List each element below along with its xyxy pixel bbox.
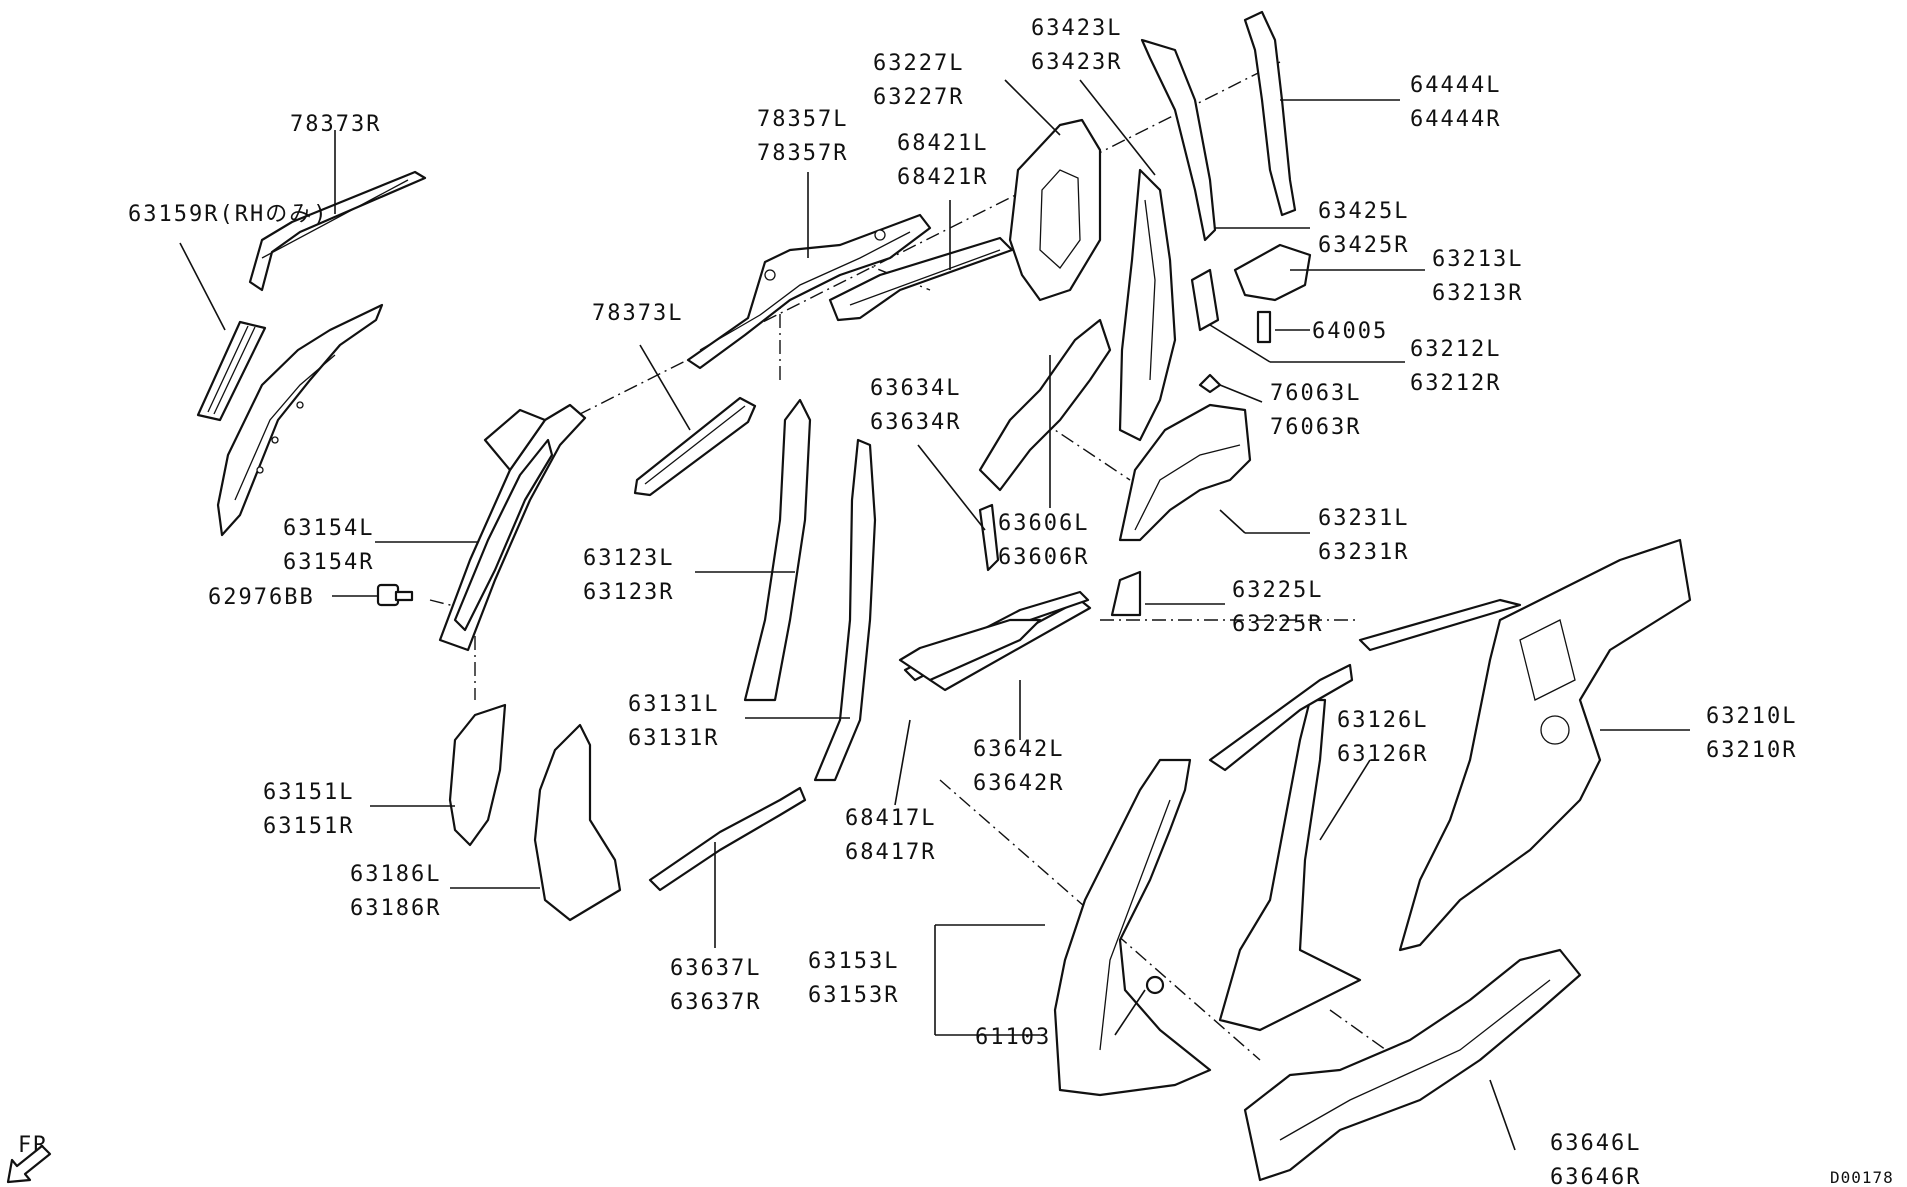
- label-68417R: 68417R: [845, 840, 936, 865]
- label-64444L: 64444L: [1410, 73, 1501, 98]
- label-63227L: 63227L: [873, 51, 964, 76]
- label-63123L: 63123L: [583, 546, 674, 571]
- part-63151: [448, 703, 507, 847]
- label-78357R: 78357R: [757, 141, 848, 166]
- part-78357: [686, 213, 932, 370]
- label-63213R: 63213R: [1432, 281, 1523, 306]
- part-68417: [898, 618, 1042, 682]
- part-64444: [1243, 10, 1297, 217]
- label-63646R: 63646R: [1550, 1165, 1641, 1187]
- drawing-number: D00178: [1830, 1168, 1894, 1187]
- label-63227R: 63227R: [873, 85, 964, 110]
- part-63634: [978, 503, 1000, 572]
- label-76063L: 76063L: [1270, 381, 1361, 406]
- label-63423L: 63423L: [1031, 16, 1122, 41]
- label-63606L: 63606L: [998, 511, 1089, 536]
- label-63637L: 63637L: [670, 956, 761, 981]
- label-63210L: 63210L: [1706, 704, 1797, 729]
- label-63131L: 63131L: [628, 692, 719, 717]
- part-front-pillar-outer: [216, 303, 384, 537]
- label-63151L: 63151L: [263, 780, 354, 805]
- part-labels: 78373R 63159R(RHのみ) 78357L 78357R 63227L…: [128, 16, 1797, 1187]
- label-63423R: 63423R: [1031, 50, 1122, 75]
- part-63186: [533, 723, 622, 922]
- label-68421L: 68421L: [897, 131, 988, 156]
- part-63153: [1053, 758, 1212, 1097]
- label-63123R: 63123R: [583, 580, 674, 605]
- part-63159R: [196, 320, 267, 422]
- label-68421R: 68421R: [897, 165, 988, 190]
- label-63646L: 63646L: [1550, 1131, 1641, 1156]
- label-62976BB: 62976BB: [208, 585, 315, 610]
- label-68417L: 68417L: [845, 806, 936, 831]
- part-64005: [1256, 310, 1272, 344]
- label-63154R: 63154R: [283, 550, 374, 575]
- label-63210R: 63210R: [1706, 738, 1797, 763]
- part-78373L: [633, 396, 757, 497]
- label-64444R: 64444R: [1410, 107, 1501, 132]
- part-62976BB: [376, 583, 414, 607]
- label-63634R: 63634R: [870, 410, 961, 435]
- label-63231R: 63231R: [1318, 540, 1409, 565]
- part-63646: [1243, 948, 1582, 1182]
- label-63186L: 63186L: [350, 862, 441, 887]
- label-63425R: 63425R: [1318, 233, 1409, 258]
- label-64005: 64005: [1312, 319, 1388, 344]
- part-61103: [1145, 975, 1165, 995]
- label-63126L: 63126L: [1337, 708, 1428, 733]
- label-63642R: 63642R: [973, 771, 1064, 796]
- label-63212L: 63212L: [1410, 337, 1501, 362]
- part-63210: [1358, 538, 1692, 952]
- label-63225L: 63225L: [1232, 578, 1323, 603]
- part-63123: [743, 398, 812, 702]
- label-63154L: 63154L: [283, 516, 374, 541]
- label-63642L: 63642L: [973, 737, 1064, 762]
- label-63153R: 63153R: [808, 983, 899, 1008]
- label-63159R: 63159R(RHのみ): [128, 202, 328, 227]
- part-63126: [1208, 663, 1362, 1032]
- label-63606R: 63606R: [998, 545, 1089, 570]
- leader-lines: [179, 79, 1690, 1151]
- part-63225: [1110, 570, 1142, 617]
- part-63231: [1118, 403, 1252, 542]
- part-78373R: [248, 170, 427, 292]
- label-63637R: 63637R: [670, 990, 761, 1015]
- label-63225R: 63225R: [1232, 612, 1323, 637]
- part-63227: [1008, 118, 1102, 302]
- part-63425: [1140, 38, 1217, 242]
- part-63213: [1233, 243, 1312, 302]
- label-63153L: 63153L: [808, 949, 899, 974]
- label-63213L: 63213L: [1432, 247, 1523, 272]
- label-76063R: 76063R: [1270, 415, 1361, 440]
- label-63634L: 63634L: [870, 376, 961, 401]
- label-78357L: 78357L: [757, 107, 848, 132]
- part-68421: [828, 236, 1014, 322]
- label-63212R: 63212R: [1410, 371, 1501, 396]
- label-78373L: 78373L: [592, 301, 683, 326]
- part-63606: [978, 318, 1112, 492]
- part-76063: [1198, 373, 1222, 394]
- label-61103: 61103: [975, 1025, 1051, 1050]
- part-63154: [438, 403, 587, 652]
- part-63212: [1190, 268, 1220, 332]
- label-78373R: 78373R: [290, 112, 381, 137]
- arrow-down-left-icon: [6, 1144, 52, 1184]
- front-direction-indicator: FR: [6, 1133, 52, 1184]
- part-63131: [813, 438, 877, 782]
- part-63423: [1118, 168, 1177, 442]
- label-63131R: 63131R: [628, 726, 719, 751]
- label-63126R: 63126R: [1337, 742, 1428, 767]
- part-63637: [648, 786, 807, 892]
- label-63151R: 63151R: [263, 814, 354, 839]
- label-63231L: 63231L: [1318, 506, 1409, 531]
- label-63186R: 63186R: [350, 896, 441, 921]
- label-63425L: 63425L: [1318, 199, 1409, 224]
